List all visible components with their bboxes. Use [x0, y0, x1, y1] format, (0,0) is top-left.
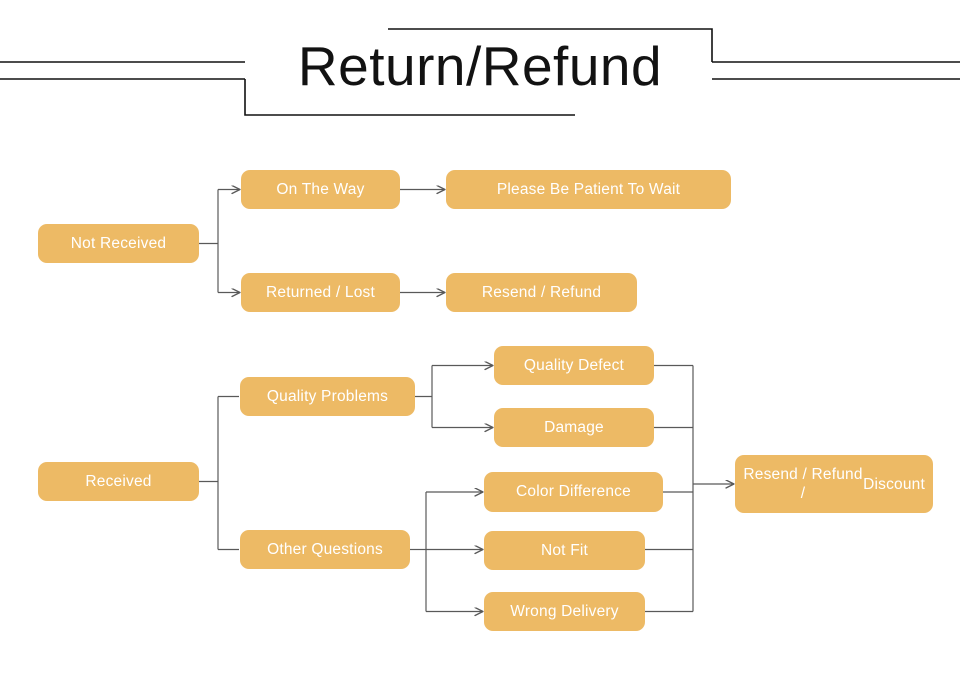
- page-header: Return/Refund: [0, 0, 960, 140]
- page-title: Return/Refund: [297, 35, 663, 97]
- node-resend-refund[interactable]: Resend / Refund: [446, 273, 637, 312]
- node-returned-lost[interactable]: Returned / Lost: [241, 273, 400, 312]
- header-decoration-lines: [0, 28, 960, 116]
- node-not-fit[interactable]: Not Fit: [484, 531, 645, 570]
- node-color-difference[interactable]: Color Difference: [484, 472, 663, 512]
- node-other-questions[interactable]: Other Questions: [240, 530, 410, 569]
- node-quality-problems[interactable]: Quality Problems: [240, 377, 415, 416]
- node-quality-defect[interactable]: Quality Defect: [494, 346, 654, 385]
- node-not-received[interactable]: Not Received: [38, 224, 199, 263]
- node-on-the-way[interactable]: On The Way: [241, 170, 400, 209]
- node-resend-refund-discount[interactable]: Resend / Refund /Discount: [735, 455, 933, 513]
- node-damage[interactable]: Damage: [494, 408, 654, 447]
- node-received[interactable]: Received: [38, 462, 199, 501]
- node-wrong-delivery[interactable]: Wrong Delivery: [484, 592, 645, 631]
- node-please-be-patient-to-wait[interactable]: Please Be Patient To Wait: [446, 170, 731, 209]
